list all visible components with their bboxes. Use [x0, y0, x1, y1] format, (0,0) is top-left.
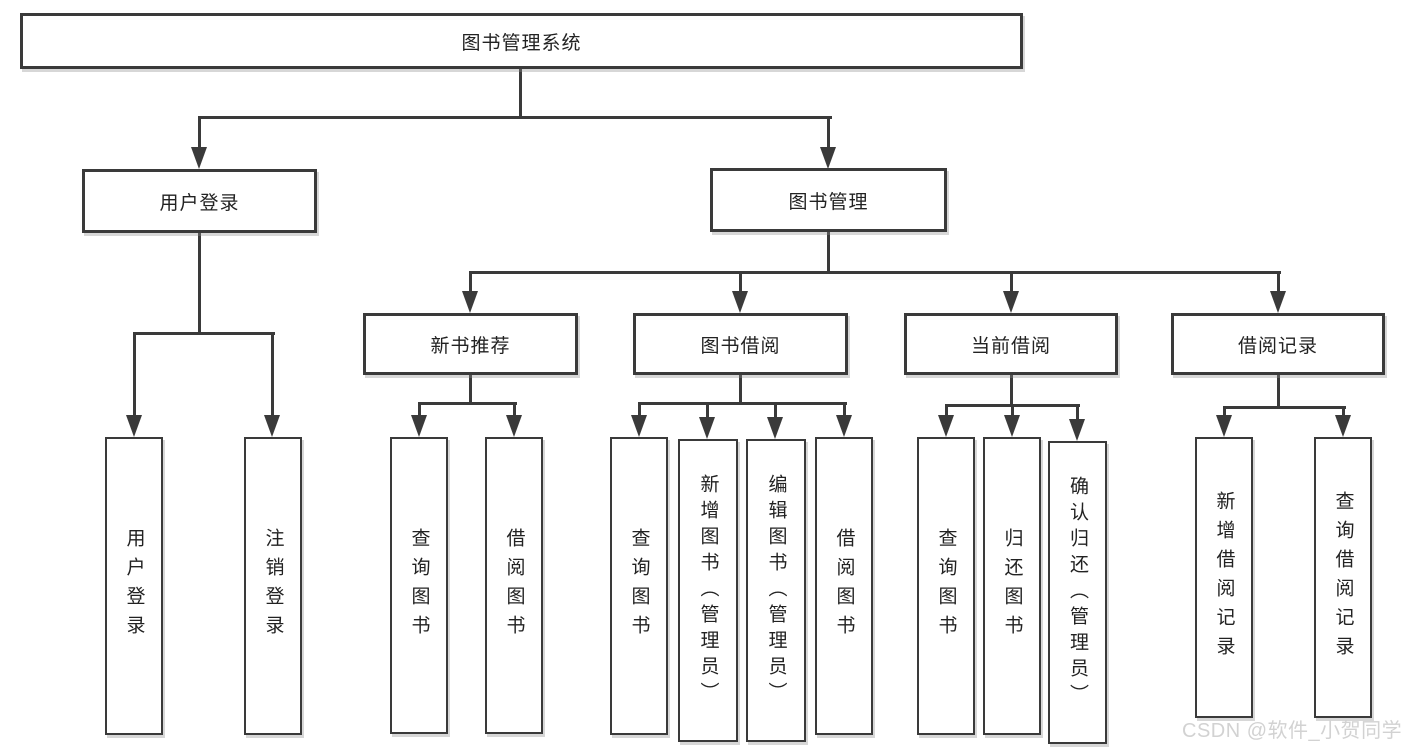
connector-line	[638, 402, 641, 417]
leaf-query-borrow-record: 查询借阅记录	[1314, 437, 1372, 718]
arrow-down-icon	[699, 417, 715, 439]
connector-line	[469, 374, 472, 405]
connector-line	[469, 271, 472, 293]
leaf-return-book: 归还图书	[983, 437, 1041, 735]
arrow-down-icon	[631, 415, 647, 437]
node-root: 图书管理系统	[20, 13, 1023, 69]
connector-line	[1010, 374, 1013, 407]
node-book-borrow: 图书借阅	[633, 313, 848, 375]
connector-line	[1223, 406, 1226, 417]
leaf-borrow-book-recommend: 借阅图书	[485, 437, 543, 734]
arrow-down-icon	[1216, 415, 1232, 437]
csdn-watermark: CSDN @软件_小贺同学	[1182, 720, 1403, 742]
connector-line	[1342, 406, 1345, 417]
leaf-confirm-return-admin: 确认归还（管理员）	[1048, 441, 1107, 744]
connector-line	[827, 231, 830, 274]
leaf-query-book-current: 查询图书	[917, 437, 975, 735]
connector-line	[469, 271, 1281, 274]
leaf-user-login: 用户登录	[105, 437, 163, 735]
node-current-borrow: 当前借阅	[904, 313, 1118, 375]
connector-line	[774, 402, 777, 419]
connector-line	[843, 402, 846, 417]
leaf-logout: 注销登录	[244, 437, 302, 735]
connector-line	[513, 402, 516, 417]
arrow-down-icon	[411, 415, 427, 437]
connector-line	[1010, 271, 1013, 293]
leaf-edit-book-admin: 编辑图书（管理员）	[746, 439, 806, 742]
node-user-login: 用户登录	[82, 169, 317, 233]
arrow-down-icon	[191, 147, 207, 169]
connector-line	[1011, 404, 1014, 417]
connector-line	[133, 332, 275, 335]
connector-line	[1277, 374, 1280, 409]
connector-line	[739, 271, 742, 293]
connector-line	[638, 402, 847, 405]
leaf-add-borrow-record: 新增借阅记录	[1195, 437, 1253, 718]
node-borrow-record: 借阅记录	[1171, 313, 1385, 375]
connector-line	[271, 332, 274, 417]
connector-line	[945, 404, 948, 417]
connector-line	[1223, 406, 1346, 409]
connector-line	[133, 332, 136, 417]
arrow-down-icon	[1270, 291, 1286, 313]
arrow-down-icon	[732, 291, 748, 313]
connector-line	[198, 116, 832, 119]
connector-line	[198, 232, 201, 335]
arrow-down-icon	[462, 291, 478, 313]
arrow-down-icon	[1003, 291, 1019, 313]
arrow-down-icon	[836, 415, 852, 437]
arrow-down-icon	[126, 415, 142, 437]
arrow-down-icon	[938, 415, 954, 437]
arrow-down-icon	[820, 147, 836, 169]
arrow-down-icon	[767, 417, 783, 439]
node-book-management: 图书管理	[710, 168, 947, 232]
arrow-down-icon	[1069, 419, 1085, 441]
connector-line	[418, 402, 421, 417]
arrow-down-icon	[1335, 415, 1351, 437]
leaf-query-book-recommend: 查询图书	[390, 437, 448, 734]
connector-line	[827, 116, 830, 149]
leaf-add-book-admin: 新增图书（管理员）	[678, 439, 738, 742]
connector-line	[706, 402, 709, 419]
arrow-down-icon	[1004, 415, 1020, 437]
connector-line	[1277, 271, 1280, 293]
node-new-book-recommend: 新书推荐	[363, 313, 578, 375]
arrow-down-icon	[264, 415, 280, 437]
connector-line	[739, 374, 742, 405]
leaf-borrow-book: 借阅图书	[815, 437, 873, 735]
leaf-query-book-borrow: 查询图书	[610, 437, 668, 735]
connector-line	[519, 67, 522, 118]
connector-line	[418, 402, 517, 405]
arrow-down-icon	[506, 415, 522, 437]
connector-line	[1076, 404, 1079, 421]
connector-line	[198, 116, 201, 149]
